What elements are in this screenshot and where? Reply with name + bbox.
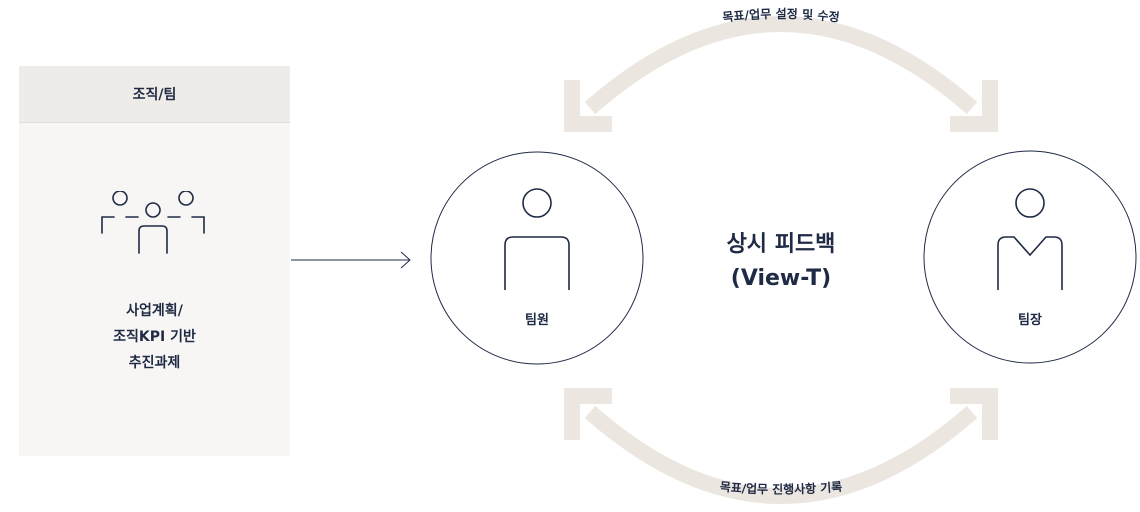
top-curved-arrow — [564, 16, 998, 132]
team-leader-node — [923, 150, 1137, 364]
bottom-curved-arrow — [564, 388, 998, 504]
center-title: 상시 피드백 (View-T) — [727, 228, 836, 296]
panel-text-line-1: 사업계획/ — [126, 303, 183, 319]
org-team-panel: 조직/팀 사업계획/ 조직KPI 기반 추진과제 — [19, 66, 290, 456]
center-title-line-2: (View-T) — [730, 266, 832, 291]
person-collar-icon — [997, 188, 1063, 290]
connector-arrow — [291, 251, 411, 269]
bottom-arc-label: 목표/업무 진행사항 기록 — [719, 479, 843, 497]
team-member-label: 팀원 — [525, 313, 549, 328]
panel-text-line-2: 조직KPI 기반 — [113, 329, 196, 345]
team-leader-label: 팀장 — [1018, 313, 1042, 328]
panel-description: 사업계획/ 조직KPI 기반 추진과제 — [19, 298, 290, 376]
panel-text-line-3: 추진과제 — [128, 355, 181, 371]
group-people-icon — [101, 191, 205, 254]
panel-header: 조직/팀 — [19, 66, 290, 123]
center-title-line-1: 상시 피드백 — [726, 232, 836, 257]
team-member-node — [430, 151, 644, 365]
top-arc-label: 목표/업무 설정 및 수정 — [722, 6, 841, 25]
person-icon — [504, 188, 570, 290]
